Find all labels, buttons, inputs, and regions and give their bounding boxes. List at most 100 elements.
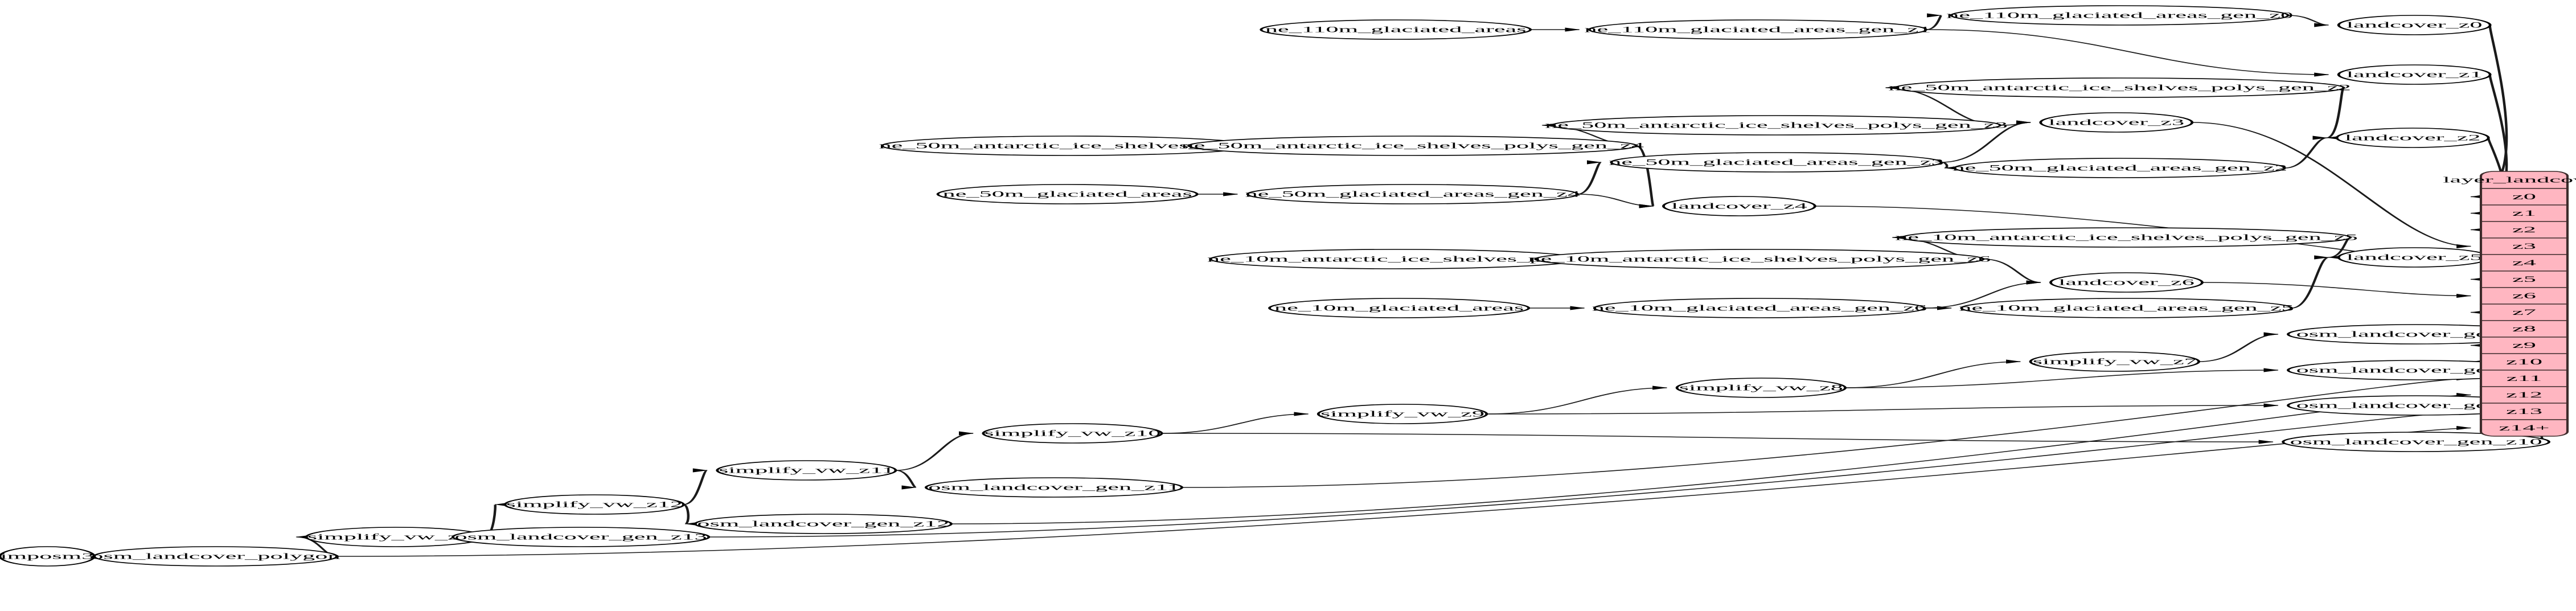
- node-osm_landcover_gen_z13[interactable]: osm_landcover_gen_z13: [452, 527, 711, 547]
- node-shape-landcover_z4: [1662, 196, 1816, 216]
- node-label-landcover_z2: landcover_z2: [2345, 133, 2481, 142]
- node-shape-simplify_vw_z10: [982, 423, 1163, 444]
- node-ne_50m_glaciated_areas[interactable]: ne_50m_glaciated_areas: [936, 184, 1199, 204]
- node-label-simplify_vw_z9: simplify_vw_z9: [1320, 409, 1484, 419]
- node-simplify_vw_z7[interactable]: simplify_vw_z7: [2029, 351, 2201, 372]
- table-row-z8[interactable]: [2479, 320, 2569, 338]
- node-osm_landcover_gen_z11[interactable]: osm_landcover_gen_z11: [924, 477, 1184, 498]
- edge-landcover_z3-to-table_z3: [2192, 122, 2472, 248]
- node-landcover_z6[interactable]: landcover_z6: [2049, 272, 2204, 293]
- node-ne_50m_antarctic_ice_shelves_polys_gen_z4[interactable]: ne_50m_antarctic_ice_shelves_polys_gen_z…: [1182, 136, 1644, 156]
- node-ne_10m_glaciated_areas_gen_z5[interactable]: ne_10m_glaciated_areas_gen_z5: [1959, 298, 2294, 318]
- table-row-label-z0: z0: [2512, 192, 2536, 201]
- edge-ne_50m_glaciated_areas_gen_z3-to-landcover_z3: [1941, 120, 2032, 163]
- node-ne_110m_glaciated_areas[interactable]: ne_110m_glaciated_areas: [1260, 19, 1532, 40]
- node-ne_50m_glaciated_areas_gen_z3[interactable]: ne_50m_glaciated_areas_gen_z3: [1609, 152, 1944, 173]
- edge-ne_10m_glaciated_areas_gen_z5-to-landcover_z5: [2291, 255, 2330, 309]
- node-shape-ne_10m_glaciated_areas_gen_z5: [1960, 298, 2293, 318]
- node-shape-ne_50m_glaciated_areas_gen_z3: [1610, 152, 1943, 173]
- node-label-ne_110m_glaciated_areas_gen_z0: ne_110m_glaciated_areas_gen_z0: [1946, 11, 2293, 20]
- edge-simplify_vw_z10-to-osm_landcover_gen_z10: [1162, 433, 2274, 444]
- table-row-label-z14: z14+: [2499, 423, 2549, 432]
- node-label-landcover_z1: landcover_z1: [2347, 70, 2483, 79]
- node-simplify_vw_z10[interactable]: simplify_vw_z10: [982, 423, 1163, 444]
- node-simplify_vw_z13[interactable]: simplify_vw_z13: [305, 527, 486, 547]
- node-ne_50m_antarctic_ice_shelves_polys_gen_z2[interactable]: ne_50m_antarctic_ice_shelves_polys_gen_z…: [1888, 77, 2351, 98]
- edge-ne_50m_glaciated_areas_gen_z4-to-landcover_z4: [1577, 194, 1655, 208]
- node-label-ne_50m_antarctic_ice_shelves_polys: ne_50m_antarctic_ice_shelves_polys: [879, 141, 1256, 150]
- edge-simplify_vw_z9-to-osm_landcover_gen_z9: [1486, 403, 2279, 415]
- node-label-osm_landcover_gen_z10: osm_landcover_gen_z10: [2290, 437, 2542, 446]
- node-landcover_z2[interactable]: landcover_z2: [2335, 128, 2490, 148]
- node-ne_50m_antarctic_ice_shelves_polys[interactable]: ne_50m_antarctic_ice_shelves_polys: [879, 136, 1256, 156]
- node-ne_110m_glaciated_areas_gen_z1[interactable]: ne_110m_glaciated_areas_gen_z1: [1584, 19, 1931, 40]
- node-shape-simplify_vw_z9: [1316, 404, 1488, 424]
- table-row-label-z4: z4: [2512, 258, 2536, 267]
- node-landcover_z5[interactable]: landcover_z5: [2337, 247, 2492, 268]
- node-ne_50m_antarctic_ice_shelves_polys_gen_z3[interactable]: ne_50m_antarctic_ice_shelves_polys_gen_z…: [1545, 115, 2008, 136]
- edge-simplify_vw_z7-to-osm_landcover_gen_z7: [2198, 332, 2279, 362]
- node-ne_110m_glaciated_areas_gen_z0[interactable]: ne_110m_glaciated_areas_gen_z0: [1946, 5, 2293, 26]
- node-landcover_z4[interactable]: landcover_z4: [1662, 196, 1816, 216]
- table-row-z5[interactable]: [2479, 270, 2569, 288]
- node-landcover_z3[interactable]: landcover_z3: [2039, 112, 2194, 133]
- node-simplify_vw_z8[interactable]: simplify_vw_z8: [1675, 378, 1847, 398]
- node-shape-simplify_vw_z12: [503, 494, 685, 515]
- node-ne_50m_glaciated_areas_gen_z4[interactable]: ne_50m_glaciated_areas_gen_z4: [1245, 184, 1581, 204]
- node-label-landcover_z3: landcover_z3: [2048, 118, 2184, 127]
- table-row-label-z1: z1: [2512, 208, 2536, 218]
- table-row-label-z7: z7: [2512, 307, 2536, 317]
- table-row-z0[interactable]: [2479, 188, 2569, 206]
- node-osm_landcover_polygon[interactable]: osm_landcover_polygon: [91, 546, 341, 567]
- table-row-z13[interactable]: [2479, 403, 2569, 420]
- table-row-z2[interactable]: [2479, 221, 2569, 239]
- table-row-z3[interactable]: [2479, 237, 2569, 255]
- node-landcover_z1[interactable]: landcover_z1: [2337, 64, 2492, 85]
- edge-ne_110m_glaciated_areas_gen_z1-to-landcover_z1: [1926, 29, 2329, 77]
- node-shape-ne_110m_glaciated_areas: [1260, 19, 1532, 40]
- node-shape-simplify_vw_z8: [1675, 378, 1847, 398]
- node-label-ne_110m_glaciated_areas_gen_z1: ne_110m_glaciated_areas_gen_z1: [1584, 25, 1931, 34]
- node-label-simplify_vw_z8: simplify_vw_z8: [1679, 383, 1843, 392]
- edge-ne_110m_glaciated_areas_gen_z0-to-landcover_z0: [2288, 15, 2329, 27]
- node-ne_50m_glaciated_areas_gen_z2[interactable]: ne_50m_glaciated_areas_gen_z2: [1952, 158, 2287, 178]
- table-row-label-z13: z13: [2506, 407, 2542, 416]
- node-ne_10m_antarctic_ice_shelves_polys_gen_z6[interactable]: ne_10m_antarctic_ice_shelves_polys_gen_z…: [1528, 249, 1991, 269]
- edge-simplify_vw_z12-to-simplify_vw_z11: [683, 468, 709, 505]
- edge-simplify_vw_z11-to-simplify_vw_z10: [895, 431, 974, 471]
- node-shape-ne_10m_antarctic_ice_shelves_polys_gen_z5: [1901, 227, 2352, 248]
- node-ne_10m_antarctic_ice_shelves_polys_gen_z5[interactable]: ne_10m_antarctic_ice_shelves_polys_gen_z…: [1895, 227, 2358, 248]
- table-row-z1[interactable]: [2479, 204, 2569, 222]
- node-osm_landcover_gen_z10[interactable]: osm_landcover_gen_z10: [2282, 432, 2551, 452]
- node-osm_landcover_gen_z12[interactable]: osm_landcover_gen_z12: [694, 514, 953, 534]
- node-shape-simplify_vw_z7: [2029, 351, 2201, 372]
- node-ne_10m_antarctic_ice_shelves_polys[interactable]: ne_10m_antarctic_ice_shelves_polys: [1207, 249, 1584, 269]
- node-label-ne_10m_glaciated_areas_gen_z5: ne_10m_glaciated_areas_gen_z5: [1959, 304, 2294, 313]
- node-simplify_vw_z9[interactable]: simplify_vw_z9: [1316, 404, 1488, 424]
- table-row-label-z8: z8: [2512, 324, 2536, 333]
- node-label-osm_landcover_polygon: osm_landcover_polygon: [91, 552, 341, 561]
- edge-ne_50m_glaciated_areas_gen_z2-to-landcover_z2: [2284, 136, 2328, 169]
- node-ne_10m_glaciated_areas[interactable]: ne_10m_glaciated_areas: [1268, 298, 1531, 318]
- node-label-ne_50m_antarctic_ice_shelves_polys_gen_z3: ne_50m_antarctic_ice_shelves_polys_gen_z…: [1545, 121, 2008, 130]
- node-label-imposm3: imposm3: [0, 552, 94, 561]
- node-simplify_vw_z11[interactable]: simplify_vw_z11: [716, 460, 897, 481]
- node-ne_10m_glaciated_areas_gen_z6[interactable]: ne_10m_glaciated_areas_gen_z6: [1592, 298, 1927, 318]
- edge-ne_50m_antarctic_ice_shelves_polys_gen_z4-to-landcover_z4: [1635, 145, 1655, 208]
- table-row-z6[interactable]: [2479, 287, 2569, 305]
- node-landcover_z0[interactable]: landcover_z0: [2337, 15, 2492, 35]
- node-shape-osm_landcover_gen_z10: [2282, 432, 2551, 452]
- node-shape-landcover_z3: [2039, 112, 2194, 133]
- node-shape-simplify_vw_z11: [716, 460, 897, 481]
- node-label-osm_landcover_gen_z13: osm_landcover_gen_z13: [455, 532, 707, 542]
- edge-ne_10m_antarctic_ice_shelves_polys_gen_z6-to-landcover_z6: [1983, 259, 2042, 285]
- node-shape-osm_landcover_gen_z12: [694, 514, 953, 534]
- edge-landcover_z6-to-table_z6: [2202, 282, 2472, 298]
- node-simplify_vw_z12[interactable]: simplify_vw_z12: [503, 494, 685, 515]
- table-row-z14[interactable]: [2479, 419, 2569, 437]
- node-imposm3[interactable]: imposm3: [0, 546, 96, 567]
- edge-ne_50m_antarctic_ice_shelves_polys_gen_z2-to-landcover_z2: [2325, 87, 2345, 140]
- node-label-osm_landcover_gen_z8: osm_landcover_gen_z8: [2296, 366, 2536, 375]
